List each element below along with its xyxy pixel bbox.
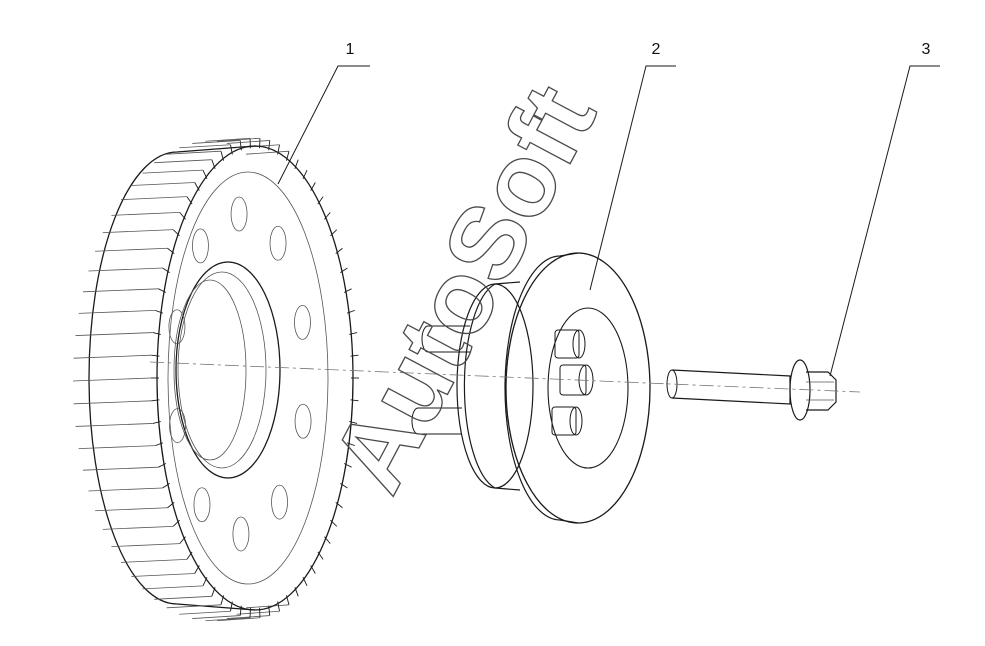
bolt-head-bottom-face bbox=[569, 406, 583, 436]
gear-bolt-hole bbox=[169, 408, 186, 443]
gear-tooth-band bbox=[75, 332, 153, 336]
gear-bolt-hole bbox=[168, 309, 186, 345]
flange-boss bbox=[456, 283, 534, 489]
flange-studs bbox=[411, 325, 470, 435]
gear-tooth-band bbox=[88, 267, 163, 272]
gear-tooth-band bbox=[88, 487, 163, 492]
gear-tooth-band bbox=[192, 140, 241, 144]
gear-tooth bbox=[349, 332, 358, 335]
gear-tooth-band bbox=[131, 182, 195, 186]
leader-1 bbox=[277, 65, 370, 185]
gear-bolt-hole bbox=[193, 487, 211, 523]
gear-tooth-band bbox=[78, 309, 156, 314]
gear-tooth bbox=[152, 421, 161, 424]
gear-tooth-band bbox=[179, 144, 231, 149]
center-axis bbox=[149, 361, 861, 393]
gear-tooth-band bbox=[102, 229, 174, 234]
bolt-head-top bbox=[554, 329, 580, 359]
gear-tooth-band bbox=[111, 211, 180, 216]
gear-tooth-band bbox=[120, 558, 187, 563]
bolt-hex-flats bbox=[806, 381, 834, 401]
flange-recess bbox=[547, 307, 629, 469]
stud-upper bbox=[421, 325, 470, 353]
gear-tooth bbox=[152, 332, 161, 335]
gear-tooth bbox=[349, 421, 358, 424]
leader-lines bbox=[277, 65, 940, 377]
gear-tooth-band bbox=[226, 615, 270, 619]
gear-tooth-band bbox=[205, 617, 251, 622]
gear-bolt-holes bbox=[168, 196, 312, 552]
gear-tooth-band bbox=[192, 615, 241, 619]
gear-bolt-hole bbox=[294, 403, 312, 439]
gear-bolt-hole bbox=[294, 305, 311, 340]
gear-bolt-hole bbox=[230, 196, 248, 232]
leader-2 bbox=[589, 65, 676, 291]
gear-tooth bbox=[151, 399, 160, 402]
callout-3: 3 bbox=[922, 41, 931, 58]
gear-tooth-band bbox=[82, 288, 159, 293]
part-1-gear bbox=[72, 137, 359, 622]
stud-lower bbox=[411, 407, 462, 435]
gear-tooth-band bbox=[166, 604, 222, 609]
part-2-flange-hub bbox=[411, 252, 651, 524]
gear-tooth bbox=[151, 354, 160, 357]
gear-tooth-band bbox=[246, 150, 290, 155]
gear-tooth bbox=[350, 399, 359, 402]
gear-face-inner-ring bbox=[167, 171, 329, 585]
gear-tooth-band bbox=[95, 507, 168, 512]
gear-tooth-band bbox=[131, 573, 195, 577]
leader-3 bbox=[829, 65, 940, 377]
flange-disc-face bbox=[505, 252, 651, 524]
gear-tooth-band bbox=[142, 169, 204, 174]
gear-tooth-band bbox=[154, 159, 212, 164]
flange-bolt-heads bbox=[551, 329, 594, 436]
gear-hub-depth bbox=[173, 279, 247, 461]
gear-tooth-band bbox=[73, 354, 152, 359]
gear-back-silhouette bbox=[88, 145, 256, 611]
gear-bolt-hole bbox=[271, 484, 288, 520]
callout-2: 2 bbox=[652, 41, 661, 58]
gear-tooth bbox=[346, 309, 355, 314]
gear-tooth-band bbox=[102, 525, 174, 530]
flange-boss-outline bbox=[463, 281, 521, 491]
gear-tooth-band bbox=[95, 247, 168, 252]
gear-tooth-band bbox=[75, 423, 153, 427]
gear-teeth bbox=[72, 137, 359, 622]
gear-bolt-hole bbox=[192, 228, 209, 264]
gear-tooth-band bbox=[72, 377, 152, 382]
bolt-head-top-face bbox=[572, 329, 586, 359]
gear-tooth-band bbox=[166, 150, 222, 155]
gear-tooth bbox=[346, 442, 355, 447]
gear-tooth-band bbox=[179, 610, 231, 615]
gear-tooth-band bbox=[120, 196, 187, 201]
gear-face-rim bbox=[156, 145, 354, 611]
gear-tooth bbox=[155, 309, 164, 314]
gear-bolt-hole bbox=[232, 516, 250, 552]
gear-tooth bbox=[350, 354, 359, 357]
gear-tooth-band bbox=[154, 595, 212, 600]
gear-hub-bore bbox=[175, 261, 281, 479]
gear-hub-inner bbox=[177, 271, 267, 469]
gear-tooth-band bbox=[226, 140, 270, 144]
flange-disc-edge bbox=[504, 252, 579, 524]
bolt-head-mid bbox=[559, 364, 587, 396]
gear-tooth-band bbox=[236, 610, 280, 615]
bolt-shank bbox=[671, 369, 791, 405]
gear-tooth-band bbox=[111, 543, 180, 548]
bolt-head-bottom bbox=[551, 406, 577, 436]
gear-tooth-band bbox=[205, 137, 251, 142]
gear-tooth-band bbox=[78, 445, 156, 450]
gear-tooth-band bbox=[73, 400, 152, 405]
gear-tooth bbox=[155, 442, 164, 447]
gear-tooth-band bbox=[217, 137, 260, 142]
gear-tooth-band bbox=[217, 617, 260, 622]
callout-1: 1 bbox=[346, 41, 355, 58]
gear-tooth-band bbox=[246, 604, 290, 609]
gear-tooth-band bbox=[142, 585, 204, 590]
gear-bolt-hole bbox=[269, 225, 287, 261]
gear-tooth-band bbox=[82, 466, 159, 471]
